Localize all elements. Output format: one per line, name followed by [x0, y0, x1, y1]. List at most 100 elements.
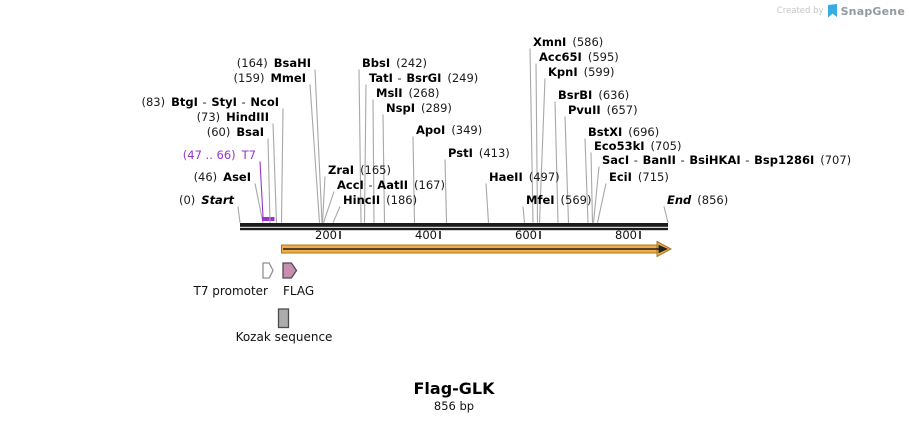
site-label-BsrBI[interactable]: BsrBI(636): [558, 89, 629, 102]
site-position: (289): [420, 101, 452, 115]
site-label-BstXI[interactable]: BstXI(696): [588, 126, 659, 139]
site-name: PstI: [448, 146, 473, 160]
site-label-SacI-BanII-BsiHKAI-Bsp1286I[interactable]: SacI - BanII - BsiHKAI - Bsp1286I(707): [602, 154, 851, 167]
site-label-MslI[interactable]: MslI(268): [376, 87, 439, 100]
site-name: AatII: [377, 178, 409, 192]
site-position: (696): [628, 125, 660, 139]
connector-HindIII: [272, 123, 278, 223]
feature-label-t7-promoter[interactable]: T7 promoter: [193, 284, 268, 298]
connector-BtgI-StyI-NcoI: [280, 108, 284, 223]
feature-shape-flag[interactable]: [282, 262, 298, 279]
site-label-ZraI[interactable]: ZraI(165): [328, 164, 391, 177]
site-label-AccI-AatII[interactable]: AccI - AatII(167): [337, 179, 445, 192]
site-label-MfeI[interactable]: MfeI (569): [526, 194, 591, 207]
t7-region-bar[interactable]: [262, 217, 275, 221]
site-name: KpnI: [548, 65, 578, 79]
site-label-MmeI[interactable]: (159)MmeI: [234, 72, 306, 85]
site-label-HaeII[interactable]: HaeII (497): [489, 171, 560, 184]
connector-MfeI: [522, 206, 526, 223]
site-name: HaeII: [489, 170, 523, 184]
site-name: XmnI: [533, 35, 567, 49]
site-label-BsaHI[interactable]: (164) BsaHI: [237, 57, 311, 70]
connector-EciI: [596, 183, 607, 223]
ruler-label-800: 800: [615, 228, 637, 242]
connector-HincII: [332, 206, 341, 224]
site-position: (586): [572, 35, 604, 49]
site-position: (46): [193, 170, 218, 184]
site-position: (164): [236, 56, 268, 70]
site-label-HincII[interactable]: HincII(186): [343, 194, 417, 207]
site-label-PvuII[interactable]: PvuII (657): [568, 104, 638, 117]
site-name: BsiHKAI: [689, 153, 741, 167]
site-label-TatI-BsrGI[interactable]: TatI - BsrGI(249): [369, 72, 478, 85]
site-label-ApoI[interactable]: ApoI(349): [416, 124, 482, 137]
site-label-EciI[interactable]: EciI(715): [609, 171, 669, 184]
site-label-Acc65I[interactable]: Acc65I(595): [539, 51, 619, 64]
site-label-KpnI[interactable]: KpnI (599): [548, 66, 615, 79]
site-name: AseI: [223, 170, 251, 184]
site-position: (705): [650, 139, 682, 153]
site-label-NspI[interactable]: NspI(289): [386, 102, 452, 115]
connector-Eco53kI: [590, 152, 594, 223]
feature-label-kozak[interactable]: Kozak sequence: [235, 330, 333, 344]
connector-Acc65I: [535, 63, 539, 223]
site-position: (73): [196, 110, 221, 124]
site-position: (268): [408, 86, 440, 100]
site-position: (0): [178, 193, 196, 207]
connector-MmeI: [309, 84, 321, 223]
site-label-BtgI-StyI-NcoI[interactable]: (83)BtgI - StyI - NcoI: [141, 96, 279, 109]
site-name: BsrBI: [558, 88, 593, 102]
site-name-separator: -: [676, 153, 689, 167]
site-position: (47 .. 66): [182, 148, 236, 162]
site-name: End: [667, 193, 692, 207]
site-name: MfeI: [526, 193, 555, 207]
site-position: (249): [447, 71, 479, 85]
site-label-T7[interactable]: (47 .. 66)T7: [183, 149, 256, 162]
site-name: MmeI: [270, 71, 306, 85]
site-label-AseI[interactable]: (46) AseI: [194, 171, 251, 184]
site-position: (569): [560, 193, 592, 207]
site-position: (856): [697, 193, 729, 207]
site-label-XmnI[interactable]: XmnI (586): [533, 36, 603, 49]
site-position: (599): [583, 65, 615, 79]
site-label-PstI[interactable]: PstI(413): [448, 147, 510, 160]
connector-BsaI: [267, 138, 271, 223]
feature-shape-kozak-sequence[interactable]: [277, 308, 290, 329]
site-position: (715): [637, 170, 669, 184]
connector-BsaHI: [314, 69, 323, 223]
site-name: BsrGI: [406, 71, 442, 85]
connector-KpnI: [538, 78, 546, 223]
site-label-BsaI[interactable]: (60)BsaI: [207, 126, 264, 139]
site-name-separator: -: [741, 153, 754, 167]
site-position: (657): [606, 103, 638, 117]
connector-ApoI: [412, 136, 416, 223]
site-name: Acc65I: [539, 50, 582, 64]
site-label-End[interactable]: End (856): [667, 194, 728, 207]
connector-PstI: [444, 159, 448, 223]
site-name: PvuII: [568, 103, 601, 117]
feature-shape-t7-promoter[interactable]: [262, 262, 274, 279]
site-label-HindIII[interactable]: (73)HindIII: [197, 111, 269, 124]
site-name: ZraI: [328, 163, 355, 177]
site-name: BbsI: [362, 56, 391, 70]
connector-PvuII: [564, 116, 570, 223]
orf-arrow-head-inner: [658, 244, 668, 254]
site-label-Start[interactable]: (0)Start: [179, 194, 234, 207]
connector-ZraI: [321, 176, 326, 223]
site-label-Eco53kI[interactable]: Eco53kI (705): [594, 140, 681, 153]
connector-BsrBI: [554, 101, 559, 223]
site-label-BbsI[interactable]: BbsI(242): [362, 57, 427, 70]
snapgene-logo-icon: [827, 4, 837, 18]
site-name: Bsp1286I: [754, 153, 815, 167]
site-name: Eco53kI: [594, 139, 645, 153]
site-name-separator: -: [237, 95, 250, 109]
site-name: HincII: [343, 193, 381, 207]
connector-BstXI: [584, 138, 589, 223]
site-name: BsaHI: [273, 56, 311, 70]
connector-BbsI: [358, 69, 362, 223]
feature-label-flag[interactable]: FLAG: [283, 284, 315, 298]
site-position: (497): [528, 170, 560, 184]
